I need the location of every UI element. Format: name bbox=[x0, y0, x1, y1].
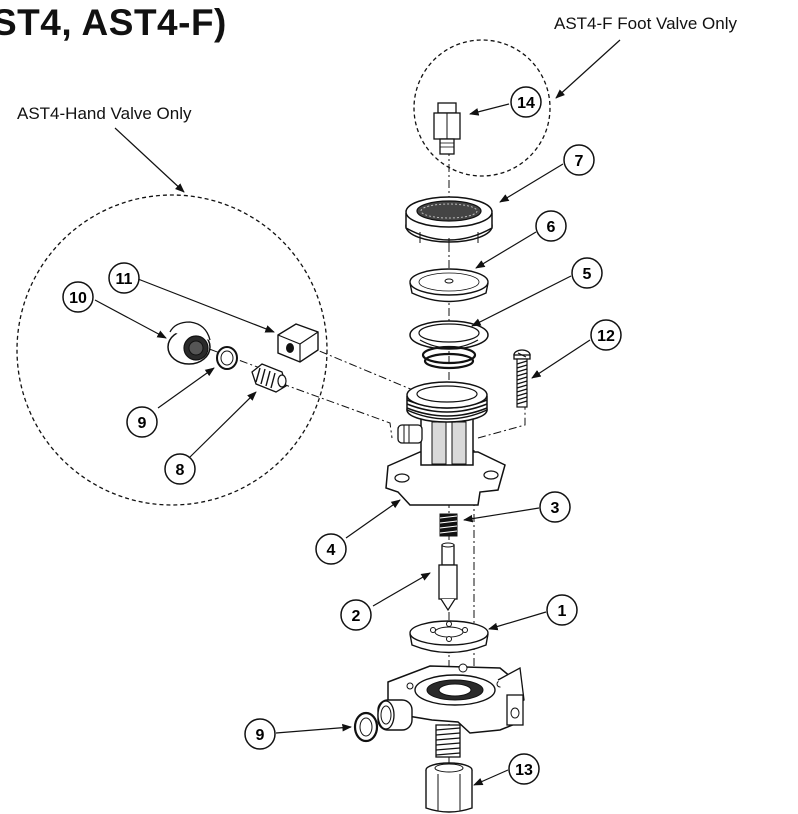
badge-10: 10 bbox=[62, 281, 94, 313]
badge-9-bottom: 9 bbox=[244, 718, 276, 750]
badge-12: 12 bbox=[590, 319, 622, 351]
badge-4: 4 bbox=[315, 533, 347, 565]
badge-14-text: 14 bbox=[517, 95, 535, 112]
part-3-spring bbox=[439, 513, 458, 537]
badge-1-text: 1 bbox=[558, 603, 567, 620]
part-11-block bbox=[277, 323, 319, 363]
hand-valve-callout-arrow bbox=[114, 127, 185, 193]
part-8-stem bbox=[251, 363, 287, 393]
part-12-screw bbox=[513, 349, 531, 408]
leader-7 bbox=[499, 163, 564, 203]
hand-valve-axis-upper bbox=[304, 344, 421, 394]
badge-7-text: 7 bbox=[575, 153, 584, 170]
badge-9-top: 9 bbox=[126, 406, 158, 438]
leader-6 bbox=[475, 231, 537, 269]
badge-5-text: 5 bbox=[583, 266, 592, 283]
part-5-ring-spring bbox=[409, 320, 489, 370]
badge-8-text: 8 bbox=[176, 462, 185, 479]
part-7-nut bbox=[405, 196, 493, 246]
leader-10 bbox=[94, 299, 167, 339]
foot-valve-callout-circle bbox=[413, 39, 551, 177]
leader-11 bbox=[137, 278, 275, 333]
part-10-knob bbox=[167, 321, 211, 365]
part-6-disc bbox=[409, 268, 489, 303]
leader-12 bbox=[531, 339, 591, 379]
badge-12-text: 12 bbox=[597, 328, 615, 345]
badge-6: 6 bbox=[535, 210, 567, 242]
badge-5: 5 bbox=[571, 257, 603, 289]
leader-5 bbox=[471, 275, 572, 327]
part-14-fitting bbox=[433, 102, 461, 155]
badge-2-text: 2 bbox=[352, 608, 361, 625]
leader-2 bbox=[372, 572, 431, 607]
badge-3: 3 bbox=[539, 491, 571, 523]
badge-9-top-text: 9 bbox=[138, 415, 147, 432]
bottom-valve-housing bbox=[377, 663, 525, 758]
leader-14 bbox=[469, 103, 510, 116]
badge-4-text: 4 bbox=[327, 542, 336, 559]
badge-10-text: 10 bbox=[69, 290, 87, 307]
badge-13: 13 bbox=[508, 753, 540, 785]
leader-3 bbox=[463, 507, 540, 523]
badge-2: 2 bbox=[340, 599, 372, 631]
hand-valve-callout-label: AST4-Hand Valve Only bbox=[17, 104, 192, 123]
leader-8 bbox=[189, 391, 257, 458]
badge-14: 14 bbox=[510, 86, 542, 118]
badge-3-text: 3 bbox=[551, 500, 560, 517]
leader-9-top bbox=[157, 367, 215, 409]
hand-valve-callout-circle bbox=[16, 194, 328, 506]
badge-1: 1 bbox=[546, 594, 578, 626]
badge-8: 8 bbox=[164, 453, 196, 485]
badge-11: 11 bbox=[108, 262, 140, 294]
foot-valve-callout-label: AST4-F Foot Valve Only bbox=[554, 14, 737, 33]
part-9-top-oring bbox=[216, 346, 238, 370]
foot-valve-callout-arrow bbox=[555, 39, 621, 99]
part-13-nut bbox=[425, 762, 473, 813]
part-2-pin bbox=[438, 542, 458, 612]
badge-9-bottom-text: 9 bbox=[256, 727, 265, 744]
badge-6-text: 6 bbox=[547, 219, 556, 236]
part-4-valve-body bbox=[385, 381, 506, 506]
part-1-seat bbox=[409, 620, 489, 654]
badge-11-text: 11 bbox=[116, 271, 133, 288]
part-9-bottom-oring bbox=[353, 711, 379, 743]
badge-7: 7 bbox=[563, 144, 595, 176]
leader-1 bbox=[488, 611, 547, 631]
page-title: ST4, AST4-F) bbox=[0, 2, 227, 43]
badge-13-text: 13 bbox=[515, 762, 533, 779]
leader-4 bbox=[345, 499, 401, 539]
leader-9-bottom bbox=[275, 723, 352, 734]
leader-13 bbox=[473, 769, 509, 786]
